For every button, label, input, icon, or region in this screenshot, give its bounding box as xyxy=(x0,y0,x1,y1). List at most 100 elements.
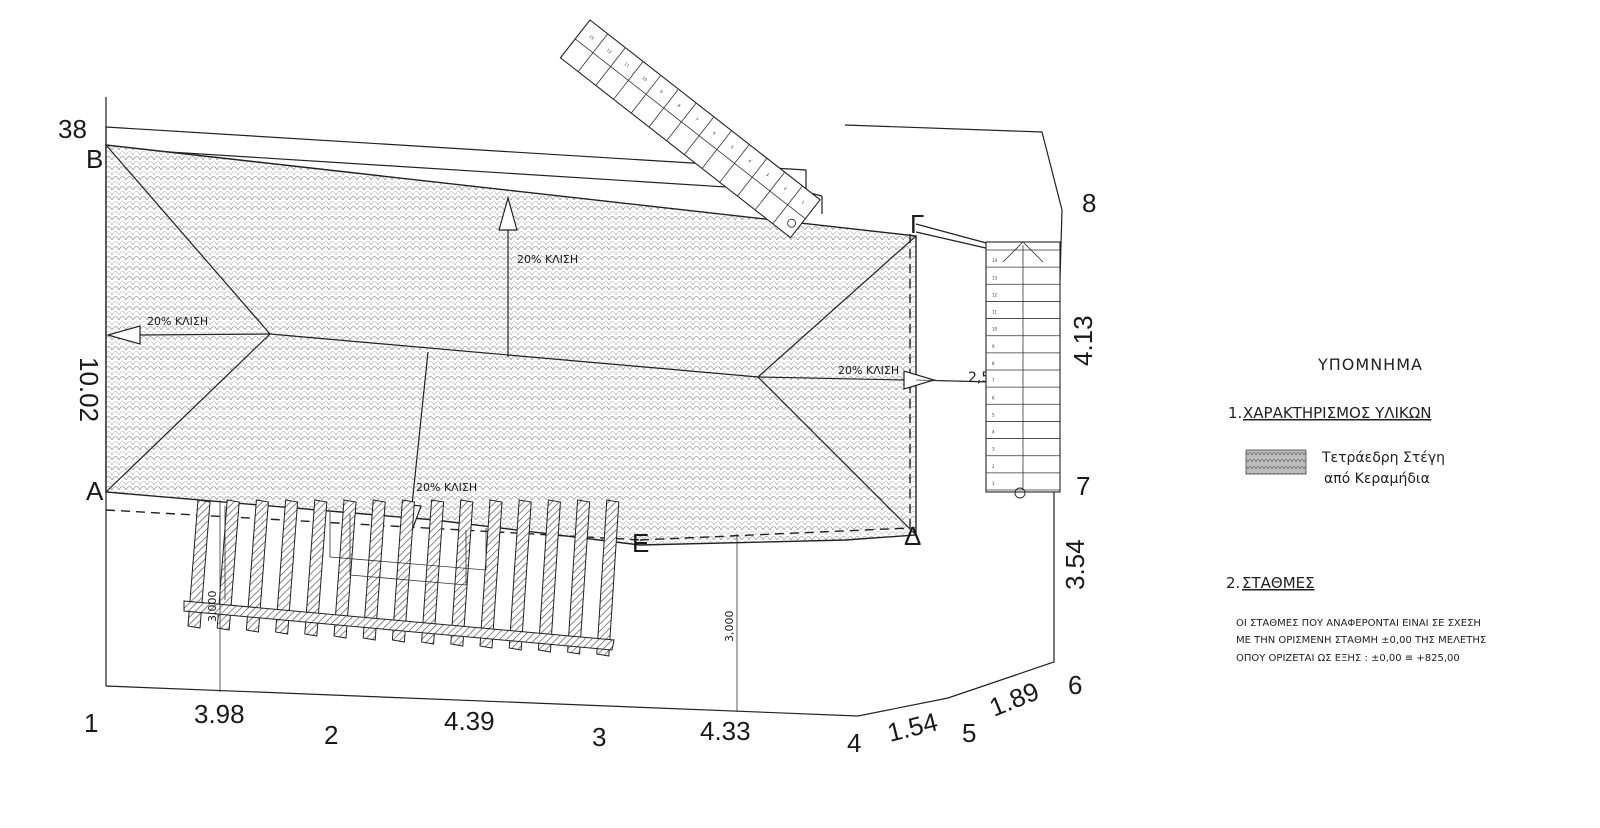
stair-tread xyxy=(772,185,803,225)
slope-label-west: 20% ΚΛΙΣΗ xyxy=(147,315,208,328)
stair-step-number: 2 xyxy=(992,464,995,469)
corner-E: E xyxy=(632,528,649,558)
legend-note-line1: ΟΙ ΣΤΑΘΜΕΣ ΠΟΥ ΑΝΑΦΕΡΟΝΤΑΙ ΕΙΝΑΙ ΣΕ ΣΧΕΣ… xyxy=(1236,618,1481,629)
stair-step-number: 8 xyxy=(677,103,682,109)
height-left-label: 3,000 xyxy=(206,591,219,623)
corner-D: Δ xyxy=(904,521,921,551)
stair-step-number: 1 xyxy=(992,481,995,486)
stair-tread xyxy=(648,88,679,128)
stair-tread xyxy=(737,158,768,197)
stair-step-number: 6 xyxy=(992,395,995,400)
corner-A: A xyxy=(86,476,104,506)
slope-arrow-west xyxy=(105,325,271,345)
stair-step-number: 13 xyxy=(588,34,595,41)
point-1: 1 xyxy=(84,708,98,738)
point-5: 5 xyxy=(962,718,976,748)
legend-title: ΥΠΟΜΝΗΜΑ xyxy=(1317,355,1423,374)
stair-step-number: 2 xyxy=(783,186,788,192)
pergola-rafter xyxy=(391,499,415,643)
legend-section1-title: ΧΑΡΑΚΤΗΡΙΣΜΟΣ ΥΛΙΚΩΝ xyxy=(1243,404,1431,422)
point-7: 7 xyxy=(1076,471,1090,501)
side-2-3: 4.39 xyxy=(444,706,495,736)
stair-step-number: 14 xyxy=(992,258,998,263)
stair-step-number: 4 xyxy=(992,430,995,435)
stair-step-number: 12 xyxy=(992,292,998,297)
legend-section1-number: 1. xyxy=(1228,404,1242,422)
stair-step-number: 1 xyxy=(800,200,805,206)
stair-step-number: 9 xyxy=(659,89,664,95)
pergola-rafter xyxy=(537,499,561,653)
slope-arrow-north xyxy=(498,195,518,357)
pergola-rafter xyxy=(216,499,240,631)
stair-step-number: 7 xyxy=(992,378,995,383)
height-mid-label: 3,000 xyxy=(723,611,736,643)
stair-tread xyxy=(701,130,732,169)
stair-step-number: 11 xyxy=(992,310,998,315)
side-1-2: 3.98 xyxy=(194,699,245,729)
stair-tread xyxy=(666,102,697,142)
stair-step-number: 4 xyxy=(747,158,752,164)
legend-roof-line1: Τετράεδρη Στέγη xyxy=(1321,450,1445,466)
stair-step-number: 6 xyxy=(712,130,717,136)
stair-tread xyxy=(754,171,786,211)
point-6: 6 xyxy=(1068,670,1082,700)
stair-step-number: 7 xyxy=(694,117,699,123)
pergola-rafter xyxy=(450,499,474,647)
stair-tread xyxy=(719,144,750,183)
stair-step-number: 8 xyxy=(992,361,995,366)
pergola-rafter xyxy=(567,499,591,655)
stair-step-number: 12 xyxy=(606,47,613,54)
pergola-rafter xyxy=(596,499,620,657)
pergola-rafter xyxy=(333,499,357,639)
step-dimension-label: 2,5 xyxy=(968,370,990,386)
slope-label-east: 20% ΚΛΙΣΗ xyxy=(838,364,899,377)
pergola xyxy=(183,499,620,657)
corner-G: Γ xyxy=(910,209,924,239)
point-8: 8 xyxy=(1082,188,1096,218)
side-38-1: 10.02 xyxy=(74,357,104,422)
stair-step-number: 9 xyxy=(992,344,995,349)
pergola-rafter xyxy=(187,499,211,629)
stair-tread xyxy=(577,33,609,72)
pergola-rafter xyxy=(362,499,386,641)
legend: ΥΠΟΜΝΗΜΑ 1. ΧΑΡΑΚΤΗΡΙΣΜΟΣ ΥΛΙΚΩΝ Τετράεδ… xyxy=(1226,355,1486,664)
pergola-rafter xyxy=(508,499,532,651)
legend-section2-number: 2. xyxy=(1226,574,1240,592)
side-7-8: 4.13 xyxy=(1068,315,1098,366)
stair-step-number: 13 xyxy=(992,275,998,280)
plot-boundary xyxy=(105,97,1063,717)
side-3-4: 4.33 xyxy=(700,716,751,746)
legend-roof-line2: από Κεραμήδια xyxy=(1324,471,1430,487)
corner-B: B xyxy=(86,144,103,174)
point-2: 2 xyxy=(324,720,338,750)
stair-step-number: 5 xyxy=(730,144,735,150)
stair-tread xyxy=(595,47,626,86)
stair-step-number: 10 xyxy=(992,327,998,332)
stair-tread xyxy=(684,116,715,155)
point-4: 4 xyxy=(847,728,861,758)
slope-label-north: 20% ΚΛΙΣΗ xyxy=(517,253,578,266)
stair-step-number: 3 xyxy=(992,447,995,452)
legend-section2-title: ΣΤΑΘΜΕΣ xyxy=(1242,574,1315,592)
pergola-rafter xyxy=(245,499,269,633)
side-6-7: 3.54 xyxy=(1060,539,1090,590)
legend-note-line2: ΜΕ ΤΗΝ ΟΡΙΣΜΕΝΗ ΣΤΑΘΜΗ ±0,00 ΤΗΣ ΜΕΛΕΤΗΣ xyxy=(1236,635,1486,646)
pergola-rafter xyxy=(421,499,445,645)
stair-step-number: 5 xyxy=(992,412,995,417)
slope-label-south: 20% ΚΛΙΣΗ xyxy=(416,481,477,494)
side-4-5: 1.54 xyxy=(884,706,940,747)
point-3: 3 xyxy=(592,722,606,752)
legend-roof-swatch xyxy=(1245,449,1307,475)
hip-roof xyxy=(105,144,917,546)
stair-step-number: 10 xyxy=(641,75,648,82)
pergola-rafter xyxy=(479,499,503,649)
stair-tread xyxy=(630,75,662,114)
stair-tread xyxy=(613,61,644,100)
pergola-rafter xyxy=(304,499,328,637)
stair-step-number: 11 xyxy=(623,61,630,68)
stair-step-number: 3 xyxy=(765,172,770,178)
step-dimension-line xyxy=(915,379,991,383)
